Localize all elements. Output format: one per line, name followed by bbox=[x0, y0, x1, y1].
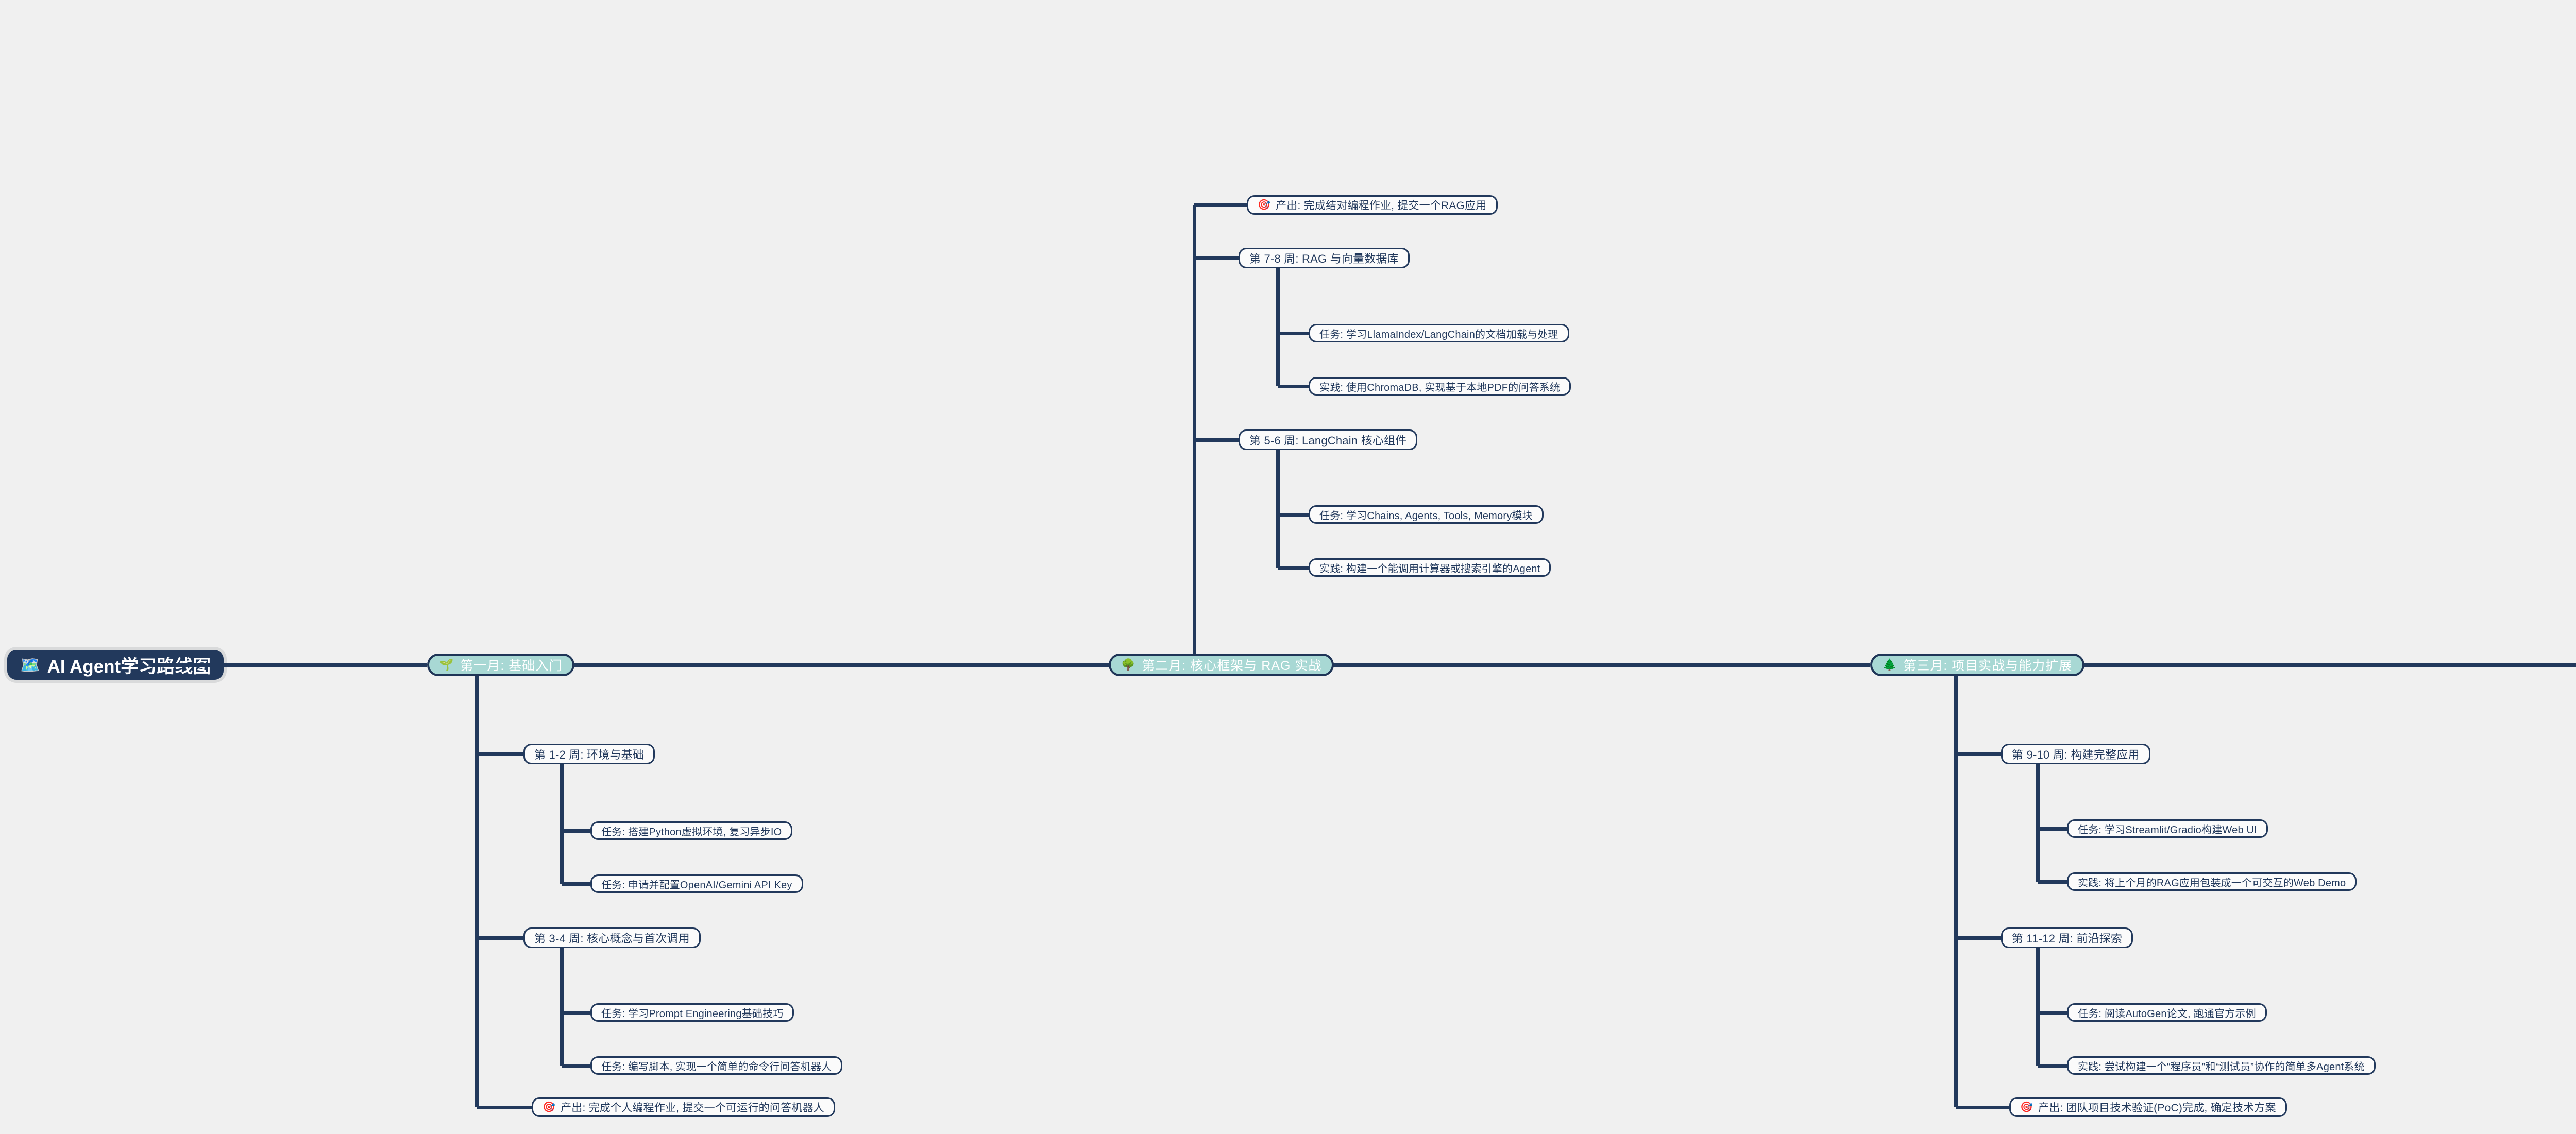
connector-trunk-week-5-6 bbox=[1276, 450, 1280, 568]
connector-to-task bbox=[562, 829, 590, 833]
week-node-week-9-10[interactable]: 第 9-10 周: 构建完整应用 bbox=[2001, 744, 2150, 764]
target-icon: 🎯 bbox=[2020, 1102, 2033, 1113]
outcome-node-month-2[interactable]: 🎯 产出: 完成结对编程作业, 提交一个RAG应用 bbox=[1247, 195, 1498, 215]
week-node-week-1-2[interactable]: 第 1-2 周: 环境与基础 bbox=[523, 744, 655, 764]
task-node-label: 任务: 搭建Python虚拟环境, 复习异步IO bbox=[601, 826, 782, 838]
week-node-week-7-8-label: 第 7-8 周: RAG 与向量数据库 bbox=[1249, 252, 1399, 265]
week-node-week-1-2-label: 第 1-2 周: 环境与基础 bbox=[534, 748, 645, 761]
task-node[interactable]: 任务: 阅读AutoGen论文, 跑通官方示例 bbox=[2067, 1003, 2267, 1022]
connector-trunk-week-3-4 bbox=[560, 948, 564, 1066]
connector-to-task bbox=[1278, 513, 1309, 517]
week-node-week-11-12[interactable]: 第 11-12 周: 前沿探索 bbox=[2001, 927, 2133, 948]
month-node-1-label: 第一月: 基础入门 bbox=[460, 659, 563, 673]
connector-to-task bbox=[1278, 332, 1309, 335]
month-node-3[interactable]: 🌲 第三月: 项目实战与能力扩展 bbox=[1870, 654, 2085, 676]
task-node-label: 任务: 编写脚本, 实现一个简单的命令行问答机器人 bbox=[601, 1061, 832, 1073]
month-node-3-label: 第三月: 项目实战与能力扩展 bbox=[1903, 659, 2073, 673]
week-node-week-3-4-label: 第 3-4 周: 核心概念与首次调用 bbox=[534, 932, 690, 945]
week-node-week-11-12-label: 第 11-12 周: 前沿探索 bbox=[2012, 932, 2123, 945]
outcome-node-month-1[interactable]: 🎯 产出: 完成个人编程作业, 提交一个可运行的问答机器人 bbox=[532, 1097, 835, 1117]
task-node-label: 任务: 学习Chains, Agents, Tools, Memory模块 bbox=[1319, 510, 1533, 522]
month-node-1[interactable]: 🌱 第一月: 基础入门 bbox=[427, 654, 575, 676]
evergreen-tree-icon: 🌲 bbox=[1883, 658, 1897, 671]
connector-to-task bbox=[2038, 880, 2067, 884]
connector-trunk-week-1-2 bbox=[560, 764, 564, 884]
connector-to-task bbox=[562, 1064, 590, 1068]
connector-to-week-7-8 bbox=[1194, 256, 1239, 260]
seedling-icon: 🌱 bbox=[439, 658, 454, 671]
task-node-label: 任务: 学习Streamlit/Gradio构建Web UI bbox=[2078, 824, 2257, 836]
connector-to-week-9-10 bbox=[1956, 752, 2001, 756]
task-node-label: 任务: 申请并配置OpenAI/Gemini API Key bbox=[601, 879, 792, 891]
task-node-label: 任务: 学习LlamaIndex/LangChain的文档加载与处理 bbox=[1319, 329, 1558, 340]
connector-to-task bbox=[2038, 827, 2067, 831]
connector-month-1-to-2 bbox=[529, 663, 1109, 667]
week-node-week-5-6-label: 第 5-6 周: LangChain 核心组件 bbox=[1249, 434, 1407, 447]
task-node[interactable]: 任务: 编写脚本, 实现一个简单的命令行问答机器人 bbox=[590, 1056, 843, 1075]
connector-to-week-11-12 bbox=[1956, 936, 2001, 940]
task-node-label: 实践: 尝试构建一个“程序员”和“测试员”协作的简单多Agent系统 bbox=[2078, 1061, 2365, 1073]
task-node[interactable]: 实践: 尝试构建一个“程序员”和“测试员”协作的简单多Agent系统 bbox=[2067, 1056, 2376, 1075]
task-node[interactable]: 任务: 学习Prompt Engineering基础技巧 bbox=[590, 1003, 794, 1022]
month-node-2-label: 第二月: 核心框架与 RAG 实战 bbox=[1142, 659, 1322, 673]
task-node[interactable]: 任务: 申请并配置OpenAI/Gemini API Key bbox=[590, 874, 803, 893]
connector-trunk-month-2 bbox=[1193, 205, 1196, 654]
outcome-node-month-3[interactable]: 🎯 产出: 团队项目技术验证(PoC)完成, 确定技术方案 bbox=[2009, 1097, 2287, 1117]
connector-to-task bbox=[1278, 566, 1309, 570]
map-icon: 🗺️ bbox=[20, 656, 40, 674]
connector-month-3-to-4 bbox=[2021, 663, 2576, 667]
target-icon: 🎯 bbox=[543, 1102, 556, 1113]
week-node-week-9-10-label: 第 9-10 周: 构建完整应用 bbox=[2012, 748, 2140, 761]
task-node[interactable]: 任务: 搭建Python虚拟环境, 复习异步IO bbox=[590, 821, 793, 840]
connector-to-week-3-4 bbox=[477, 936, 523, 940]
task-node-label: 任务: 阅读AutoGen论文, 跑通官方示例 bbox=[2078, 1008, 2256, 1020]
connector-to-task bbox=[562, 882, 590, 886]
connector-to-task bbox=[562, 1011, 590, 1015]
connector-root-to-month-1 bbox=[150, 663, 427, 667]
connector-to-outcome-month-1 bbox=[477, 1106, 532, 1109]
task-node-label: 实践: 构建一个能调用计算器或搜索引擎的Agent bbox=[1319, 563, 1540, 575]
outcome-node-month-1-label: 产出: 完成个人编程作业, 提交一个可运行的问答机器人 bbox=[561, 1102, 824, 1114]
task-node[interactable]: 实践: 使用ChromaDB, 实现基于本地PDF的问答系统 bbox=[1309, 377, 1571, 396]
task-node[interactable]: 任务: 学习Streamlit/Gradio构建Web UI bbox=[2067, 819, 2268, 838]
task-node-label: 实践: 使用ChromaDB, 实现基于本地PDF的问答系统 bbox=[1319, 382, 1561, 393]
task-node[interactable]: 任务: 学习Chains, Agents, Tools, Memory模块 bbox=[1309, 505, 1544, 524]
task-node-label: 任务: 学习Prompt Engineering基础技巧 bbox=[601, 1008, 784, 1020]
week-node-week-3-4[interactable]: 第 3-4 周: 核心概念与首次调用 bbox=[523, 927, 701, 948]
task-node[interactable]: 实践: 将上个月的RAG应用包装成一个可交互的Web Demo bbox=[2067, 872, 2357, 891]
connector-to-week-5-6 bbox=[1194, 438, 1239, 442]
week-node-week-7-8[interactable]: 第 7-8 周: RAG 与向量数据库 bbox=[1239, 248, 1410, 268]
task-node-label: 实践: 将上个月的RAG应用包装成一个可交互的Web Demo bbox=[2078, 877, 2346, 889]
connector-to-week-1-2 bbox=[477, 752, 523, 756]
outcome-node-month-2-label: 产出: 完成结对编程作业, 提交一个RAG应用 bbox=[1276, 200, 1487, 212]
outcome-node-month-3-label: 产出: 团队项目技术验证(PoC)完成, 确定技术方案 bbox=[2038, 1102, 2276, 1114]
connector-trunk-week-9-10 bbox=[2036, 764, 2040, 882]
task-node[interactable]: 实践: 构建一个能调用计算器或搜索引擎的Agent bbox=[1309, 558, 1551, 577]
task-node[interactable]: 任务: 学习LlamaIndex/LangChain的文档加载与处理 bbox=[1309, 324, 1569, 342]
connector-to-outcome-month-2 bbox=[1194, 203, 1247, 207]
connector-to-task bbox=[1278, 385, 1309, 388]
tree-icon: 🌳 bbox=[1121, 658, 1136, 671]
connector-to-outcome-month-3 bbox=[1956, 1106, 2009, 1109]
connector-trunk-week-7-8 bbox=[1276, 268, 1280, 386]
connector-trunk-week-11-12 bbox=[2036, 948, 2040, 1066]
week-node-week-5-6[interactable]: 第 5-6 周: LangChain 核心组件 bbox=[1239, 429, 1418, 450]
connector-to-task bbox=[2038, 1011, 2067, 1015]
connector-month-2-to-3 bbox=[1259, 663, 1870, 667]
connector-to-task bbox=[2038, 1064, 2067, 1068]
connector-trunk-month-1 bbox=[475, 676, 479, 1107]
target-icon: 🎯 bbox=[1258, 199, 1271, 211]
connector-trunk-month-3 bbox=[1954, 676, 1958, 1107]
month-node-2[interactable]: 🌳 第二月: 核心框架与 RAG 实战 bbox=[1109, 654, 1334, 676]
